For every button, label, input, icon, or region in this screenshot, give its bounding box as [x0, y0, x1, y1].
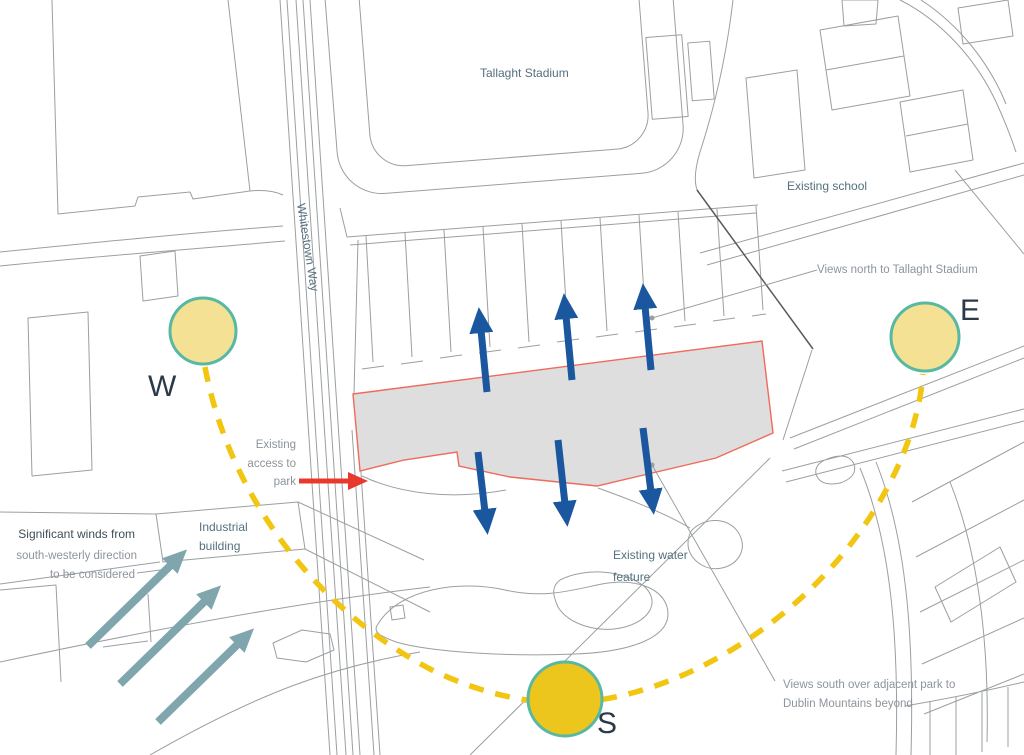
- water-label-line1: Existing water: [613, 548, 688, 562]
- wind-arrow-1: [85, 549, 188, 649]
- view-south-arrow-2: [552, 439, 577, 527]
- view-north-arrow-2: [554, 293, 579, 381]
- winds-annotation-line1: Significant winds from: [18, 527, 135, 541]
- industrial-label-line2: building: [199, 539, 240, 553]
- map-topleft-building: [0, 0, 286, 267]
- access-annotation-line2: access to: [247, 458, 296, 470]
- view-north-arrow-1: [469, 307, 494, 393]
- wind-arrows: [85, 549, 255, 725]
- wind-arrow-3: [155, 628, 255, 725]
- views-south-annotation-line2: Dublin Mountains beyond: [783, 698, 913, 710]
- map-labels: Tallaght Stadium Existing school Whitest…: [199, 66, 867, 584]
- winds-annotation-line2: south-westerly direction: [16, 550, 137, 562]
- compass-letters: W E S: [148, 294, 980, 740]
- view-south-arrow-3: [638, 427, 663, 515]
- winds-annotation-line3: to be considered: [50, 569, 135, 581]
- map-residential: [859, 441, 1024, 755]
- map-park-water: [0, 457, 771, 755]
- sun-marker-east: [889, 301, 961, 373]
- map-industrial-building: [0, 501, 431, 613]
- school-label: Existing school: [787, 179, 867, 193]
- view-south-arrow-1: [472, 451, 497, 535]
- compass-south-letter: S: [597, 707, 617, 740]
- access-annotation-line3: park: [274, 476, 297, 488]
- views-north-leader-line: [651, 269, 818, 319]
- views-south-leader-line: [651, 464, 776, 682]
- compass-west-letter: W: [148, 370, 177, 403]
- sun-marker-south: [526, 660, 604, 738]
- stadium-label: Tallaght Stadium: [480, 66, 569, 80]
- map-stadium: [322, 0, 759, 246]
- view-north-arrow-3: [633, 283, 658, 371]
- views-north-annotation: Views north to Tallaght Stadium: [817, 264, 978, 276]
- water-label-line2: feature: [613, 570, 651, 584]
- map-west-buildings: [27, 250, 179, 477]
- access-annotation-line1: Existing: [256, 439, 296, 451]
- views-south-annotation-line1: Views south over adjacent park to: [783, 679, 955, 691]
- map-school: [694, 0, 1024, 266]
- map-whitestown-road: [279, 0, 381, 755]
- industrial-label-line1: Industrial: [199, 520, 248, 534]
- wind-arrow-2: [117, 585, 222, 687]
- views-north-leader-dot: [649, 315, 655, 321]
- annotation-labels: Views north to Tallaght Stadium Views so…: [16, 264, 977, 710]
- map-boundary-dark-line: [696, 189, 814, 350]
- site-boundary: [352, 340, 774, 487]
- map-east-roads: [781, 345, 1024, 485]
- view-arrows: [469, 283, 663, 535]
- compass-east-letter: E: [960, 294, 980, 327]
- sun-marker-west: [168, 296, 238, 366]
- sun-path-arc: [202, 366, 926, 706]
